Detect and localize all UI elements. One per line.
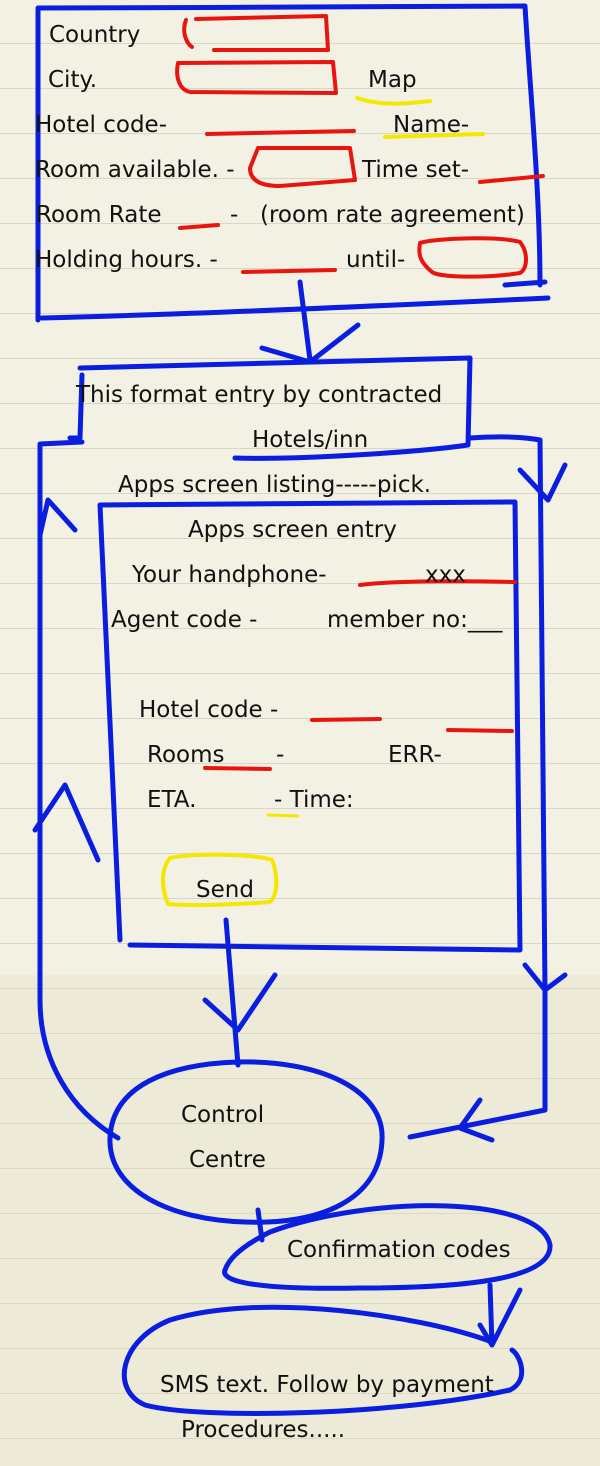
control-centre-line-1: Control: [181, 1102, 265, 1128]
arrow-confirmation-to-sms: [477, 1282, 523, 1348]
handphone-line: [358, 579, 517, 587]
contract-line-2: Hotels/inn: [252, 427, 369, 453]
right-return-line: [407, 987, 548, 1143]
contract-box-outline: [67, 355, 473, 461]
send-button[interactable]: Send: [196, 877, 254, 903]
hotel-code-line-2: [310, 717, 514, 733]
app-entry-title: Apps screen entry: [188, 517, 397, 543]
city-input: [175, 60, 338, 95]
hotel-form-outline: [35, 3, 551, 323]
sms-line-1: SMS text. Follow by payment: [160, 1372, 494, 1398]
room-rate-note: (room rate agreement): [260, 202, 525, 228]
listing-caption: Apps screen listing-----pick.: [118, 472, 432, 498]
room-available-label: Room available. -: [35, 157, 235, 183]
sms-ellipse: [121, 1304, 525, 1416]
handphone-value[interactable]: xxx: [425, 562, 466, 588]
entry-hotel-code-label: Hotel code -: [139, 697, 279, 723]
time-set-line: [478, 174, 545, 184]
until-input: [417, 236, 528, 279]
member-label[interactable]: member no:___: [327, 607, 503, 633]
name-underline: [383, 132, 485, 139]
city-label: City.: [48, 67, 98, 93]
country-label: Country: [49, 22, 141, 48]
contract-line-1: This format entry by contracted: [76, 382, 443, 408]
time-label: - Time:: [274, 787, 354, 813]
left-loop-line: [32, 439, 121, 1141]
err-label: ERR-: [388, 742, 442, 768]
app-entry-outline: [97, 499, 523, 953]
rooms-label: Rooms: [147, 742, 225, 768]
eta-time-underline: [266, 813, 300, 818]
sms-line-2: Procedures.....: [181, 1417, 346, 1443]
map-underline: [355, 96, 432, 106]
hotel-code-line: [205, 129, 356, 136]
control-centre-ellipse: [107, 1059, 385, 1225]
rooms-line: [203, 766, 272, 771]
hotel-code-label: Hotel code-: [35, 112, 168, 138]
holding-hours-line: [241, 268, 337, 274]
agent-code-label: Agent code -: [111, 607, 258, 633]
holding-hours-label: Holding hours. -: [35, 247, 218, 273]
rooms-dash: -: [276, 742, 285, 768]
handphone-label: Your handphone-: [132, 562, 327, 588]
confirmation-ellipse: [222, 1203, 553, 1291]
room-rate-dash: -: [230, 202, 239, 228]
arrow-form-to-contract: [259, 279, 361, 365]
control-centre-line-2: Centre: [189, 1147, 266, 1173]
eta-label: ETA.: [147, 787, 197, 813]
room-rate-label: Room Rate: [36, 202, 162, 228]
room-rate-line: [178, 223, 220, 230]
country-input: [182, 14, 330, 52]
name-label: Name-: [393, 112, 470, 138]
room-available-input: [248, 146, 357, 188]
until-label: until-: [346, 247, 406, 273]
time-set-label: Time set-: [362, 157, 470, 183]
arrow-entry-to-control: [202, 917, 278, 1068]
send-box: [161, 852, 279, 908]
confirmation-codes-label: Confirmation codes: [287, 1237, 511, 1263]
map-label[interactable]: Map: [368, 67, 417, 93]
